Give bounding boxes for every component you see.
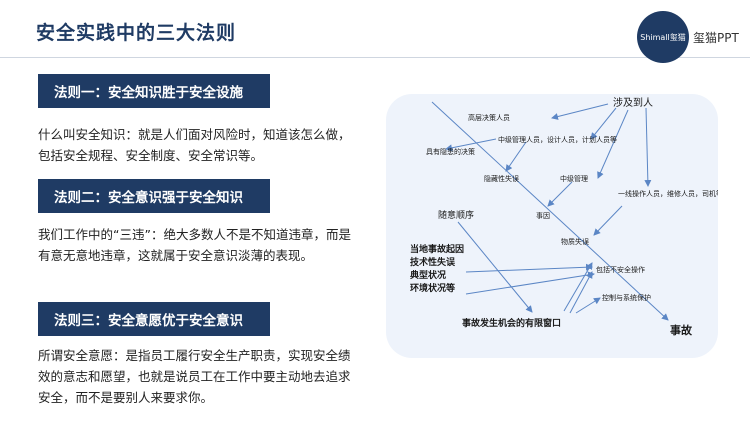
label-random: 随意顺序 xyxy=(438,209,474,221)
label-env: 环境状况等 xyxy=(410,282,455,294)
label-cause: 事因 xyxy=(536,211,550,220)
accident-causation-diagram: 涉及到人 高层决策人员 中级管理人员，设计人员，计划人员等 具有隐患的决策 隐藏… xyxy=(410,96,718,337)
arrow-to-senior xyxy=(551,103,609,120)
arrow-to-intent xyxy=(445,138,497,152)
rule-3-body: 所谓安全意愿：是指员工履行安全生产职责，实现安全绩效的意志和愿望，也就是说员工在… xyxy=(38,348,351,405)
arrow-to-cause xyxy=(547,181,573,207)
arrow-window-to-control xyxy=(569,271,593,314)
arrow-to-hidden xyxy=(505,141,527,172)
rule-1-body: 什么叫安全知识：就是人们面对风险时，知道该怎么做，包括安全规程、安全制度、安全常… xyxy=(38,127,351,163)
arrow-local-to-unsafe xyxy=(465,263,593,273)
arrow-to-middle xyxy=(590,107,617,140)
arrow-to-midmgmt xyxy=(597,109,629,179)
rule-1-heading: 法则一：安全知识胜于安全设施 xyxy=(38,74,270,108)
label-midmgmt: 中级管理 xyxy=(560,174,588,183)
label-window: 事故发生机会的有限窗口 xyxy=(462,317,561,329)
arrow-tech-to-control xyxy=(465,271,595,295)
label-typical: 典型状况 xyxy=(410,269,446,281)
arrow-main-diagonal xyxy=(431,101,669,321)
label-involved: 涉及到人 xyxy=(613,96,653,109)
arrow-to-frontline xyxy=(644,107,652,187)
rule-2-heading: 法则二：安全意识强于安全知识 xyxy=(38,179,270,213)
rule-2-body: 我们工作中的“三违”：绝大多数人不是不知道违章，而是有意无意地违章，这就属于安全… xyxy=(38,227,351,263)
label-tech: 技术性失误 xyxy=(410,256,456,268)
title-divider xyxy=(0,57,750,58)
label-local: 当地事故起因 xyxy=(410,243,464,255)
arrow-window-to-unsafe xyxy=(563,262,593,312)
arrow-random-to-window xyxy=(457,221,533,313)
label-control: 控制与系统保护 xyxy=(602,293,651,302)
page-title: 安全实践中的三大法则 xyxy=(36,22,237,44)
arrow-window-to-protect xyxy=(575,297,601,314)
label-unsafe: 包括不安全操作 xyxy=(596,265,645,274)
label-physical: 物质失误 xyxy=(561,237,589,246)
label-intent: 具有隐患的决策 xyxy=(426,147,475,156)
label-hidden: 隐藏性失误 xyxy=(484,174,519,183)
brand-name: 玺猫PPT xyxy=(693,31,739,45)
arrow-to-physical xyxy=(593,205,623,236)
label-middle: 中级管理人员，设计人员，计划人员等 xyxy=(498,135,617,144)
rule-3-heading: 法则三：安全意愿优于安全意识 xyxy=(38,302,270,336)
label-accident: 事故 xyxy=(670,323,693,337)
brand-logo: Shimall玺猫 xyxy=(637,11,689,63)
label-senior: 高层决策人员 xyxy=(468,113,510,122)
label-frontline: 一线操作人员，维修人员，司机等 xyxy=(618,189,718,198)
